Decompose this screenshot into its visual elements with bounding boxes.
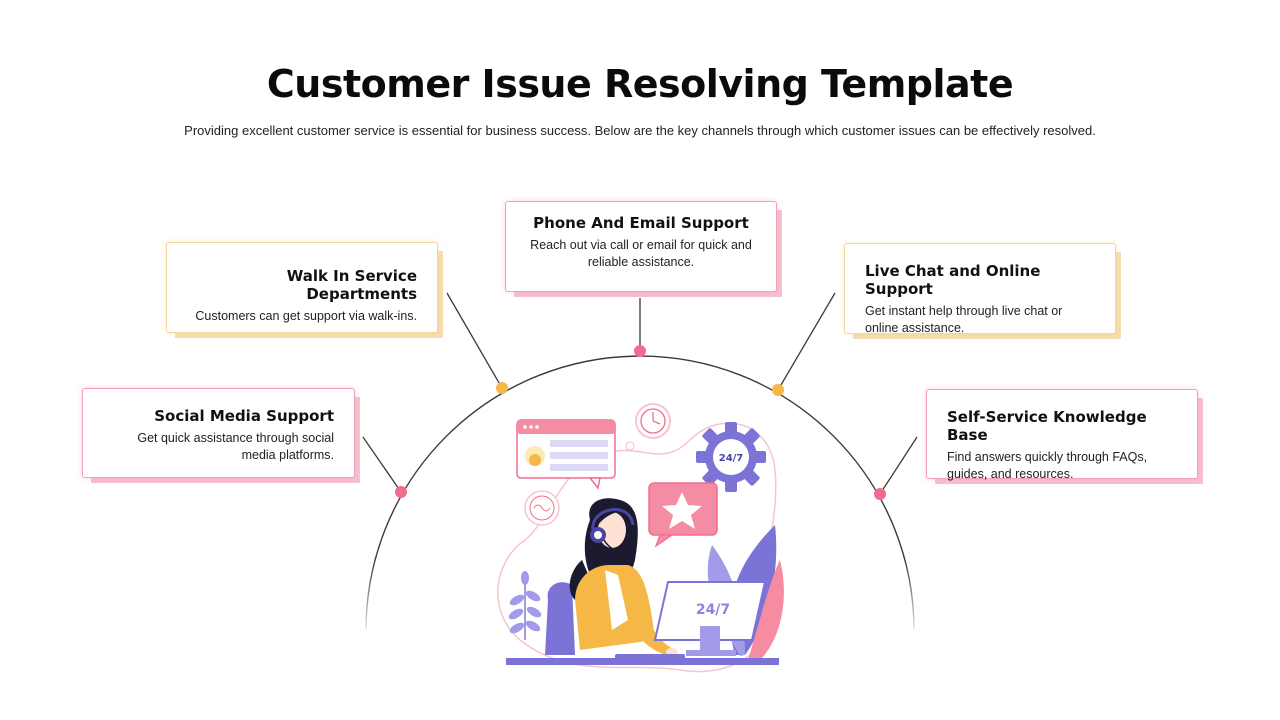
gear-icon: 24/7 [696, 422, 766, 492]
card-text: Get instant help through live chat or on… [865, 304, 1063, 335]
card-phone-email-support: Phone And Email Support Reach out via ca… [505, 201, 777, 292]
card-title: Live Chat and Online Support [865, 262, 1041, 298]
card-title: Phone And Email Support [533, 214, 749, 232]
card-title: Self-Service Knowledge Base [947, 408, 1147, 444]
node-live-chat [772, 384, 784, 396]
node-phone [634, 345, 646, 357]
clock-icon [635, 403, 671, 439]
connector-live-chat [777, 292, 836, 391]
card-title: Walk In Service Departments [286, 267, 417, 303]
connector-self-service [879, 436, 918, 495]
card-title: Social Media Support [154, 407, 334, 425]
chair [545, 582, 575, 655]
node-social [395, 486, 407, 498]
page-title: Customer Issue Resolving Template [266, 62, 1014, 106]
card-self-service-knowledge-base: Self-Service Knowledge Base Find answers… [926, 389, 1198, 481]
agent-figure [569, 498, 678, 656]
card-text: Find answers quickly through FAQs, guide… [947, 450, 1148, 481]
desk [506, 658, 779, 665]
node-self-service [874, 488, 886, 500]
connector-walk-in [446, 292, 503, 389]
support-agent-illustration: 24/7 [497, 403, 784, 673]
card-text: Get quick assistance through social medi… [137, 431, 334, 462]
chat-window-icon [516, 419, 616, 490]
card-social-media-support: Social Media Support Get quick assistanc… [82, 388, 355, 478]
monitor-label: 24/7 [696, 602, 730, 618]
waveform-icon [524, 490, 560, 526]
card-text: Reach out via call or email for quick an… [530, 238, 752, 269]
node-walk-in [496, 382, 508, 394]
page-subtitle: Providing excellent customer service is … [184, 123, 1096, 138]
card-live-chat-support: Live Chat and Online Support Get instant… [844, 243, 1116, 335]
gear-label: 24/7 [719, 453, 744, 464]
star-rating-icon [648, 482, 718, 548]
card-walk-in-service: Walk In Service Departments Customers ca… [166, 242, 438, 333]
monitor-icon: 24/7 [615, 581, 767, 660]
card-text: Customers can get support via walk-ins. [195, 309, 417, 323]
connector-social [362, 436, 402, 493]
